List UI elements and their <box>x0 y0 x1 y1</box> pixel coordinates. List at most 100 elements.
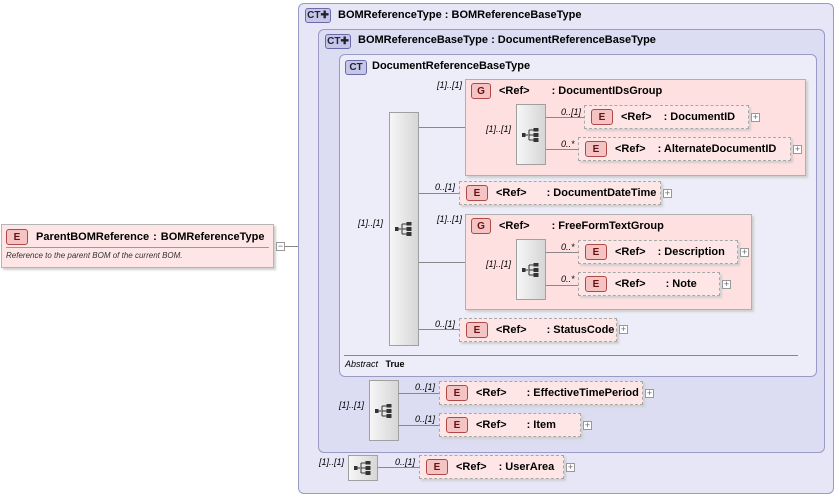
ref-label: <Ref> <box>621 111 652 123</box>
expand-toggle[interactable]: + <box>722 279 731 289</box>
type-separator: : <box>153 231 157 243</box>
element-item[interactable]: E <Ref> : Item <box>439 413 581 437</box>
element-document-date-time[interactable]: E <Ref> : DocumentDateTime <box>459 181 661 205</box>
ref-label: <Ref> <box>456 461 487 473</box>
element-name: : Item <box>526 419 556 431</box>
expand-toggle[interactable]: + <box>751 112 760 122</box>
sequence-compositor[interactable] <box>516 239 546 300</box>
complex-type-badge: CT✚ <box>325 34 351 49</box>
cardinality-label: [1]..[1] <box>358 218 384 228</box>
connector-line <box>546 252 578 253</box>
group-name: : DocumentIDsGroup <box>551 85 663 97</box>
ref-label: <Ref> <box>496 324 527 336</box>
connector-line <box>419 193 459 194</box>
sequence-icon <box>522 262 539 277</box>
element-badge: E <box>585 141 607 157</box>
cardinality-label: 0..[1] <box>415 382 436 392</box>
cardinality-label: [1]..[1] <box>339 400 365 410</box>
element-badge: E <box>585 244 607 260</box>
cardinality-label: 0..[1] <box>435 319 456 329</box>
cardinality-label: [1]..[1] <box>486 124 512 134</box>
expand-toggle[interactable]: + <box>663 188 672 198</box>
cardinality-label: 0..[1] <box>561 107 582 117</box>
element-document-id[interactable]: E <Ref> : DocumentID <box>584 105 749 129</box>
element-description[interactable]: E <Ref> : Description <box>578 240 738 264</box>
element-badge: E <box>466 185 488 201</box>
connector-line <box>378 467 419 468</box>
element-effective-time-period[interactable]: E <Ref> : EffectiveTimePeriod <box>439 381 643 405</box>
complex-type-title: DocumentReferenceBaseType <box>372 60 531 72</box>
element-badge: E <box>466 322 488 338</box>
element-badge: E <box>446 385 468 401</box>
element-name: : StatusCode <box>546 324 615 336</box>
sequence-compositor[interactable] <box>516 104 546 165</box>
root-documentation: Reference to the parent BOM of the curre… <box>6 247 269 263</box>
expand-toggle[interactable]: + <box>740 247 749 257</box>
element-badge: E <box>6 229 28 245</box>
group-name: : FreeFormTextGroup <box>551 220 664 232</box>
element-note[interactable]: E <Ref> : Note <box>578 272 720 296</box>
ref-label: <Ref> <box>615 246 646 258</box>
group-title: G <Ref> : FreeFormTextGroup <box>471 218 664 234</box>
element-name: : EffectiveTimePeriod <box>526 387 639 399</box>
element-name: : DocumentDateTime <box>546 187 657 199</box>
element-badge: E <box>591 109 613 125</box>
cardinality-label: [1]..[1] <box>319 457 345 467</box>
cardinality-label: 0..* <box>561 274 575 284</box>
group-badge: G <box>471 218 491 234</box>
cardinality-label: 0..* <box>561 139 575 149</box>
expand-toggle[interactable]: + <box>793 144 802 154</box>
root-element-name: ParentBOMReference <box>36 231 150 243</box>
element-badge: E <box>426 459 448 475</box>
abstract-attribute: Abstract True <box>345 359 405 369</box>
connector-line <box>399 393 439 394</box>
element-user-area[interactable]: E <Ref> : UserArea <box>419 455 564 479</box>
ref-label: <Ref> <box>615 278 646 290</box>
element-badge: E <box>446 417 468 433</box>
expand-toggle[interactable]: + <box>583 420 592 430</box>
ref-label: <Ref> <box>496 187 527 199</box>
sequence-compositor[interactable] <box>348 455 378 481</box>
cardinality-label: [1]..[1] <box>437 214 463 224</box>
expand-toggle[interactable]: + <box>645 388 654 398</box>
connector-line <box>546 117 584 118</box>
complex-type-title: BOMReferenceType : BOMReferenceBaseType <box>338 9 582 21</box>
cardinality-label: [1]..[1] <box>437 80 463 90</box>
group-title: G <Ref> : DocumentIDsGroup <box>471 83 662 99</box>
ref-label: <Ref> <box>615 143 646 155</box>
expand-toggle[interactable]: + <box>619 324 628 334</box>
ref-label: <Ref> <box>476 419 507 431</box>
complex-type-badge: CT <box>345 60 367 75</box>
cardinality-label: 0..[1] <box>415 414 436 424</box>
cardinality-label: 0..* <box>561 242 575 252</box>
connector-line <box>399 425 439 426</box>
element-name: : AlternateDocumentID <box>657 143 777 155</box>
cardinality-label: 0..[1] <box>435 182 456 192</box>
abstract-divider <box>344 355 798 356</box>
root-element-type: BOMReferenceType <box>160 231 265 243</box>
sequence-icon <box>395 222 412 236</box>
element-badge: E <box>585 276 607 292</box>
element-name: : DocumentID <box>663 111 736 123</box>
element-name: : UserArea <box>498 461 555 473</box>
group-badge: G <box>471 83 491 99</box>
expand-toggle[interactable]: + <box>566 462 575 472</box>
sequence-compositor[interactable] <box>389 112 419 346</box>
connector-line <box>419 329 459 330</box>
root-element-box[interactable]: E ParentBOMReference : BOMReferenceType … <box>1 224 274 268</box>
element-name: : Description <box>657 246 725 258</box>
collapse-toggle[interactable]: − <box>276 241 285 251</box>
connector-line <box>546 285 578 286</box>
element-name: : Note <box>665 278 697 290</box>
element-alternate-document-id[interactable]: E <Ref> : AlternateDocumentID <box>578 137 791 161</box>
ref-label: <Ref> <box>476 387 507 399</box>
ref-label: <Ref> <box>499 220 530 232</box>
complex-type-title: BOMReferenceBaseType : DocumentReference… <box>358 34 656 46</box>
element-status-code[interactable]: E <Ref> : StatusCode <box>459 318 617 342</box>
connector-line <box>546 149 578 150</box>
connector-line <box>419 127 465 128</box>
sequence-compositor[interactable] <box>369 380 399 441</box>
sequence-icon <box>375 403 392 418</box>
sequence-icon <box>522 127 539 142</box>
complex-type-badge: CT✚ <box>305 8 331 23</box>
